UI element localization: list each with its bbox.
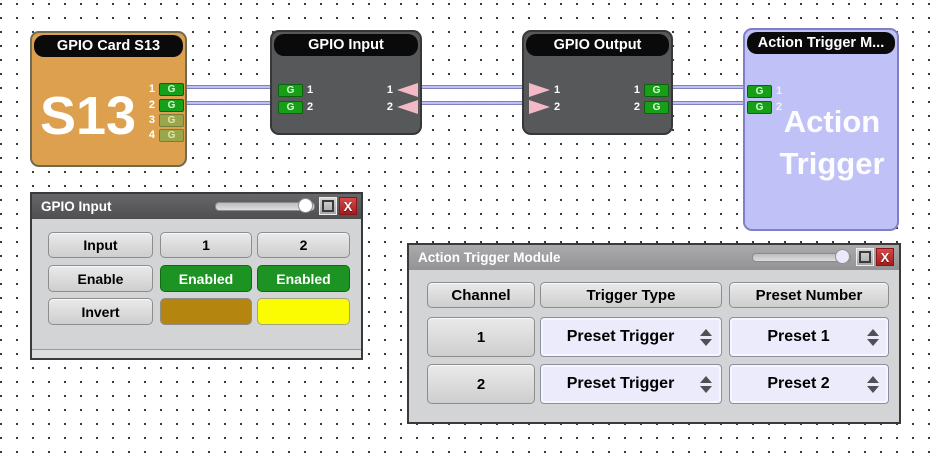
node-gpio-input[interactable]: GPIO Input G 1 G 2 1 2 — [270, 30, 422, 135]
port-gpio-output-in-2[interactable]: 2 — [529, 100, 560, 114]
spinner-up-icon — [700, 375, 712, 383]
window-titlebar-action-trigger[interactable]: Action Trigger Module X — [409, 245, 899, 270]
node-title-gpio-output[interactable]: GPIO Output — [526, 34, 669, 56]
gpio-row-label-enable: Enable — [48, 265, 153, 292]
wire-card-to-input-2[interactable] — [186, 101, 272, 105]
titlebar-slider-knob[interactable] — [298, 198, 313, 213]
titlebar-slider-knob[interactable] — [835, 249, 850, 264]
maximize-button[interactable] — [319, 197, 337, 215]
spinner-down-icon — [867, 338, 879, 346]
port-gpio-card-2[interactable]: 2 G — [149, 98, 184, 112]
spinner-down-icon — [700, 338, 712, 346]
trigger-type-dropdown-1[interactable]: Preset Trigger — [540, 317, 722, 357]
port-gpio-input-in-1[interactable]: G 1 — [278, 83, 313, 97]
gpio-port-icon: G — [644, 100, 669, 114]
node-title-gpio-input[interactable]: GPIO Input — [274, 34, 418, 56]
gpio-port-icon: G — [159, 98, 184, 112]
window-title: Action Trigger Module — [418, 250, 561, 265]
close-button[interactable]: X — [339, 197, 357, 215]
invert-toggle-2[interactable] — [257, 298, 350, 325]
port-gpio-output-out-1[interactable]: 1 G — [634, 83, 669, 97]
gpio-port-icon: G — [278, 83, 303, 97]
gpio-table-header-input: Input — [48, 232, 153, 258]
port-action-trigger-2[interactable]: G 2 — [747, 100, 782, 114]
gpio-port-icon: G — [159, 113, 184, 127]
node-big-label-action-trigger: Action Trigger — [779, 104, 885, 181]
maximize-icon — [322, 200, 334, 212]
gpio-port-icon: G — [747, 100, 772, 114]
node-gpio-output[interactable]: GPIO Output 1 2 1 G 2 G — [522, 30, 673, 135]
spinner-down-icon — [700, 385, 712, 393]
spinner-icon[interactable] — [867, 328, 879, 346]
invert-toggle-1[interactable] — [160, 298, 252, 325]
spinner-icon[interactable] — [700, 328, 712, 346]
window-title: GPIO Input — [41, 199, 112, 214]
output-arrow-icon — [397, 83, 418, 97]
port-gpio-input-in-2[interactable]: G 2 — [278, 100, 313, 114]
trigger-table-header-channel: Channel — [427, 282, 535, 308]
window-titlebar-gpio-input[interactable]: GPIO Input X — [32, 194, 361, 219]
maximize-icon — [859, 251, 871, 263]
node-title-gpio-card[interactable]: GPIO Card S13 — [34, 35, 183, 57]
trigger-table-header-preset-number: Preset Number — [729, 282, 889, 308]
gpio-port-icon: G — [747, 84, 772, 98]
wire-output-to-trigger-2[interactable] — [671, 101, 745, 105]
close-button[interactable]: X — [876, 248, 894, 266]
port-gpio-card-3[interactable]: 3 G — [149, 113, 184, 127]
spinner-up-icon — [867, 375, 879, 383]
port-gpio-card-1[interactable]: 1 G — [149, 82, 184, 96]
input-arrow-icon — [529, 100, 550, 114]
enable-toggle-1[interactable]: Enabled — [160, 265, 252, 292]
trigger-type-dropdown-2[interactable]: Preset Trigger — [540, 364, 722, 404]
preset-number-dropdown-2[interactable]: Preset 2 — [729, 364, 889, 404]
trigger-table-header-trigger-type: Trigger Type — [540, 282, 722, 308]
window-action-trigger-module: Action Trigger Module X Channel Trigger … — [407, 243, 901, 424]
titlebar-slider-track[interactable] — [752, 253, 851, 262]
port-gpio-input-out-1[interactable]: 1 — [387, 83, 418, 97]
preset-number-dropdown-1[interactable]: Preset 1 — [729, 317, 889, 357]
maximize-button[interactable] — [856, 248, 874, 266]
node-gpio-card-s13[interactable]: GPIO Card S13 S13 1 G 2 G 3 G 4 G — [30, 31, 187, 167]
gpio-port-icon: G — [159, 82, 184, 96]
gpio-table-header-1: 1 — [160, 232, 252, 258]
gpio-port-icon: G — [644, 83, 669, 97]
port-gpio-card-4[interactable]: 4 G — [149, 128, 184, 142]
wire-output-to-trigger-1[interactable] — [671, 85, 745, 89]
port-gpio-input-out-2[interactable]: 2 — [387, 100, 418, 114]
output-arrow-icon — [397, 100, 418, 114]
titlebar-slider-track[interactable] — [215, 202, 315, 211]
spinner-up-icon — [700, 328, 712, 336]
channel-cell-1: 1 — [427, 317, 535, 357]
port-gpio-output-in-1[interactable]: 1 — [529, 83, 560, 97]
port-action-trigger-1[interactable]: G 1 — [747, 84, 782, 98]
spinner-up-icon — [867, 328, 879, 336]
dialog-divider — [32, 349, 361, 350]
wire-card-to-input-1[interactable] — [186, 85, 272, 89]
gpio-table-header-2: 2 — [257, 232, 350, 258]
node-big-label-s13: S13 — [40, 86, 137, 146]
gpio-port-icon: G — [278, 100, 303, 114]
input-arrow-icon — [529, 83, 550, 97]
node-title-action-trigger[interactable]: Action Trigger M... — [747, 32, 895, 54]
enable-toggle-2[interactable]: Enabled — [257, 265, 350, 292]
window-gpio-input: GPIO Input X Input 1 2 Enable Enabled En… — [30, 192, 363, 360]
spinner-icon[interactable] — [700, 375, 712, 393]
gpio-port-icon: G — [159, 128, 184, 142]
wire-input-to-output-1[interactable] — [420, 85, 524, 89]
gpio-row-label-invert: Invert — [48, 298, 153, 325]
dialog-bottom-strip — [32, 350, 361, 358]
spinner-down-icon — [867, 385, 879, 393]
wire-input-to-output-2[interactable] — [420, 101, 524, 105]
port-gpio-output-out-2[interactable]: 2 G — [634, 100, 669, 114]
spinner-icon[interactable] — [867, 375, 879, 393]
node-action-trigger[interactable]: Action Trigger M... G 1 G 2 Action Trigg… — [743, 28, 899, 231]
channel-cell-2: 2 — [427, 364, 535, 404]
